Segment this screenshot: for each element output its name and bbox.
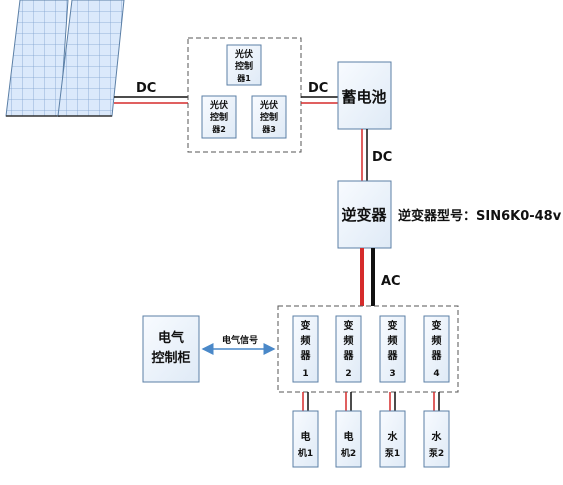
ac-label: AC bbox=[381, 274, 401, 289]
pv-controller-3: 光伏 控制 器3 bbox=[251, 95, 287, 139]
controller-group-frame bbox=[187, 37, 302, 153]
control-signal-label: 电气信号 bbox=[222, 334, 258, 346]
inverter-model-text: 逆变器型号：SIN6K0-48v bbox=[398, 208, 562, 224]
pv-controller-2: 光伏 控制 器2 bbox=[201, 95, 237, 139]
vfd-1-char2: 频 bbox=[301, 334, 311, 347]
vfd-1-char1: 变 bbox=[301, 319, 311, 332]
solar-panel-right-icon bbox=[57, 0, 125, 117]
vfd-4: 变 频 器 4 bbox=[423, 315, 450, 383]
load-motor-2: 电 机2 bbox=[335, 410, 362, 468]
load-motor-2-char1: 电 bbox=[344, 430, 354, 443]
vfd-4-number: 4 bbox=[433, 369, 439, 379]
battery-label: 蓄电池 bbox=[341, 88, 386, 106]
vfd-3-char1: 变 bbox=[388, 319, 398, 332]
control-signal-link: 电气信号 bbox=[201, 334, 276, 355]
dc-link-panels-to-controllers: DC bbox=[114, 81, 188, 104]
vfd-4-char3: 器 bbox=[431, 350, 443, 362]
vfd-1: 变 频 器 1 bbox=[292, 315, 319, 383]
dc-link-battery-to-inverter: DC bbox=[361, 129, 392, 181]
pv-controller-2-line2: 控制 bbox=[210, 111, 228, 123]
vfd-2-char2: 频 bbox=[344, 334, 354, 347]
vfd-3-number: 3 bbox=[389, 369, 395, 379]
dc-link-controllers-to-battery: DC bbox=[301, 81, 338, 104]
dc-label-battery: DC bbox=[372, 150, 392, 165]
solar-panel-left-icon bbox=[5, 0, 69, 117]
vfd-3-char2: 频 bbox=[388, 334, 398, 347]
vfd-2: 变 频 器 2 bbox=[335, 315, 362, 383]
pv-controller-2-line3: 器2 bbox=[211, 125, 226, 134]
pv-controller-1-line3: 器1 bbox=[236, 74, 251, 83]
solar-panel-array-icon bbox=[5, 0, 125, 117]
dc-label-controllers: DC bbox=[308, 81, 328, 96]
inverter-box: 逆变器 bbox=[337, 180, 392, 249]
pv-controller-3-line1: 光伏 bbox=[259, 99, 278, 111]
load-pump-1-char2: 泵1 bbox=[385, 448, 400, 459]
battery-box: 蓄电池 bbox=[337, 61, 392, 130]
load-motor-1-char1: 电 bbox=[301, 430, 311, 443]
pv-controller-3-line3: 器3 bbox=[261, 125, 276, 134]
load-motor-1: 电 机1 bbox=[292, 410, 319, 468]
inverter-label: 逆变器 bbox=[341, 206, 387, 224]
vfd-4-char1: 变 bbox=[432, 319, 442, 332]
vfd-1-number: 1 bbox=[302, 369, 308, 379]
pv-controller-1-line1: 光伏 bbox=[234, 48, 253, 60]
pv-controller-3-line2: 控制 bbox=[260, 111, 278, 123]
vfd-group-frame bbox=[277, 305, 459, 393]
load-pump-1: 水 泵1 bbox=[379, 410, 406, 468]
ac-link-inverter-to-vfds: AC bbox=[360, 248, 401, 306]
control-cabinet-line2: 控制柜 bbox=[151, 350, 190, 366]
vfd-2-number: 2 bbox=[345, 369, 351, 379]
vfd-3-char3: 器 bbox=[387, 350, 399, 362]
control-cabinet-line1: 电气 bbox=[158, 330, 184, 346]
pv-controller-1-line2: 控制 bbox=[235, 60, 253, 72]
dc-label-panels: DC bbox=[136, 81, 156, 96]
pv-controller-2-line1: 光伏 bbox=[209, 99, 228, 111]
control-cabinet-box: 电气 控制柜 bbox=[142, 315, 200, 383]
load-pump-2-char2: 泵2 bbox=[429, 448, 444, 459]
vfd-4-char2: 频 bbox=[432, 334, 442, 347]
vfd-1-char3: 器 bbox=[300, 350, 312, 362]
vfd-2-char1: 变 bbox=[344, 319, 354, 332]
load-motor-2-char2: 机2 bbox=[341, 447, 356, 459]
load-pump-2: 水 泵2 bbox=[423, 410, 450, 468]
vfd-2-char3: 器 bbox=[343, 350, 355, 362]
vfd-to-load-links bbox=[302, 392, 440, 411]
load-pump-1-char1: 水 bbox=[387, 430, 399, 443]
load-pump-2-char1: 水 bbox=[431, 430, 443, 443]
vfd-3: 变 频 器 3 bbox=[379, 315, 406, 383]
pv-controller-1: 光伏 控制 器1 bbox=[226, 44, 262, 86]
load-motor-1-char2: 机1 bbox=[298, 447, 313, 459]
